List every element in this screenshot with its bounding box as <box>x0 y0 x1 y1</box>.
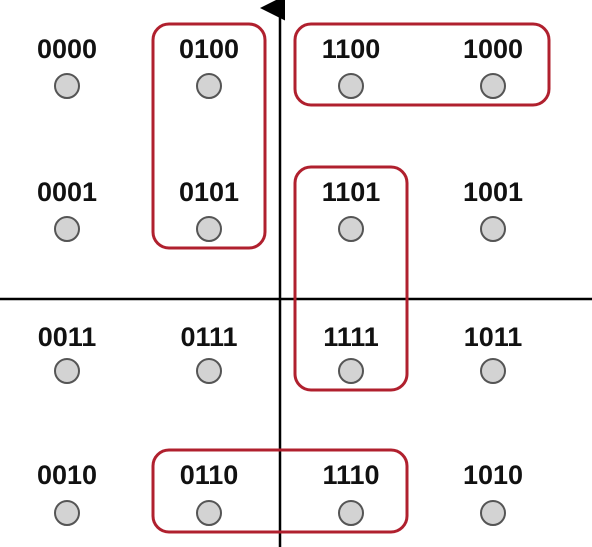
point-dot <box>54 73 80 99</box>
point-dot <box>480 73 506 99</box>
group-boxes <box>151 22 551 534</box>
constellation-point-1101: 1101 <box>322 177 381 242</box>
point-label: 1010 <box>463 460 523 490</box>
point-label: 0001 <box>37 177 97 207</box>
constellation-point-0110: 0110 <box>180 460 239 526</box>
point-dot <box>480 358 506 384</box>
point-dot <box>54 216 80 242</box>
point-label: 0101 <box>179 177 239 207</box>
constellation-point-0101: 0101 <box>179 177 239 242</box>
point-label: 1011 <box>464 322 523 352</box>
point-label: 1111 <box>323 322 379 352</box>
point-dot <box>338 500 364 526</box>
point-dot <box>54 500 80 526</box>
point-dot <box>196 500 222 526</box>
group-box-1100-1000 <box>293 22 551 107</box>
point-dot <box>338 358 364 384</box>
point-dot <box>480 216 506 242</box>
point-dot <box>54 358 80 384</box>
point-label: 0110 <box>180 460 239 490</box>
point-dot <box>196 216 222 242</box>
point-label: 1101 <box>322 177 381 207</box>
constellation-point-1100: 1100 <box>322 34 381 99</box>
point-dot <box>480 500 506 526</box>
group-box-0110-1110 <box>151 448 409 534</box>
point-dot <box>338 216 364 242</box>
point-label: 1100 <box>322 34 381 64</box>
constellation-point-0111: 0111 <box>180 322 238 384</box>
point-label: 1001 <box>463 177 523 207</box>
constellation-point-1000: 1000 <box>463 34 523 99</box>
constellation-point-1110: 1110 <box>322 460 380 526</box>
constellation-point-1001: 1001 <box>463 177 523 242</box>
point-dot <box>196 358 222 384</box>
group-box-1101-1111 <box>293 165 409 392</box>
point-label: 1000 <box>463 34 523 64</box>
point-label: 0111 <box>180 322 237 352</box>
constellation-point-0000: 0000 <box>37 34 97 99</box>
constellation-point-1011: 1011 <box>464 322 523 384</box>
point-label: 0010 <box>37 460 97 490</box>
point-label: 0011 <box>38 322 97 352</box>
point-dot <box>338 73 364 99</box>
constellation-point-0100: 0100 <box>179 34 239 99</box>
point-label: 1110 <box>322 460 379 490</box>
constellation-point-0011: 0011 <box>38 322 97 384</box>
point-label: 0000 <box>37 34 97 64</box>
group-box-0100-0101 <box>151 22 267 250</box>
constellation-point-1111: 1111 <box>323 322 379 384</box>
constellation-points: 0000 0100 1100 1000 0001 0101 1101 1001 0011 0111… <box>37 34 523 526</box>
constellation-point-0001: 0001 <box>37 177 97 242</box>
point-label: 0100 <box>179 34 239 64</box>
constellation-point-0010: 0010 <box>37 460 97 526</box>
point-dot <box>196 73 222 99</box>
constellation-point-1010: 1010 <box>463 460 523 526</box>
